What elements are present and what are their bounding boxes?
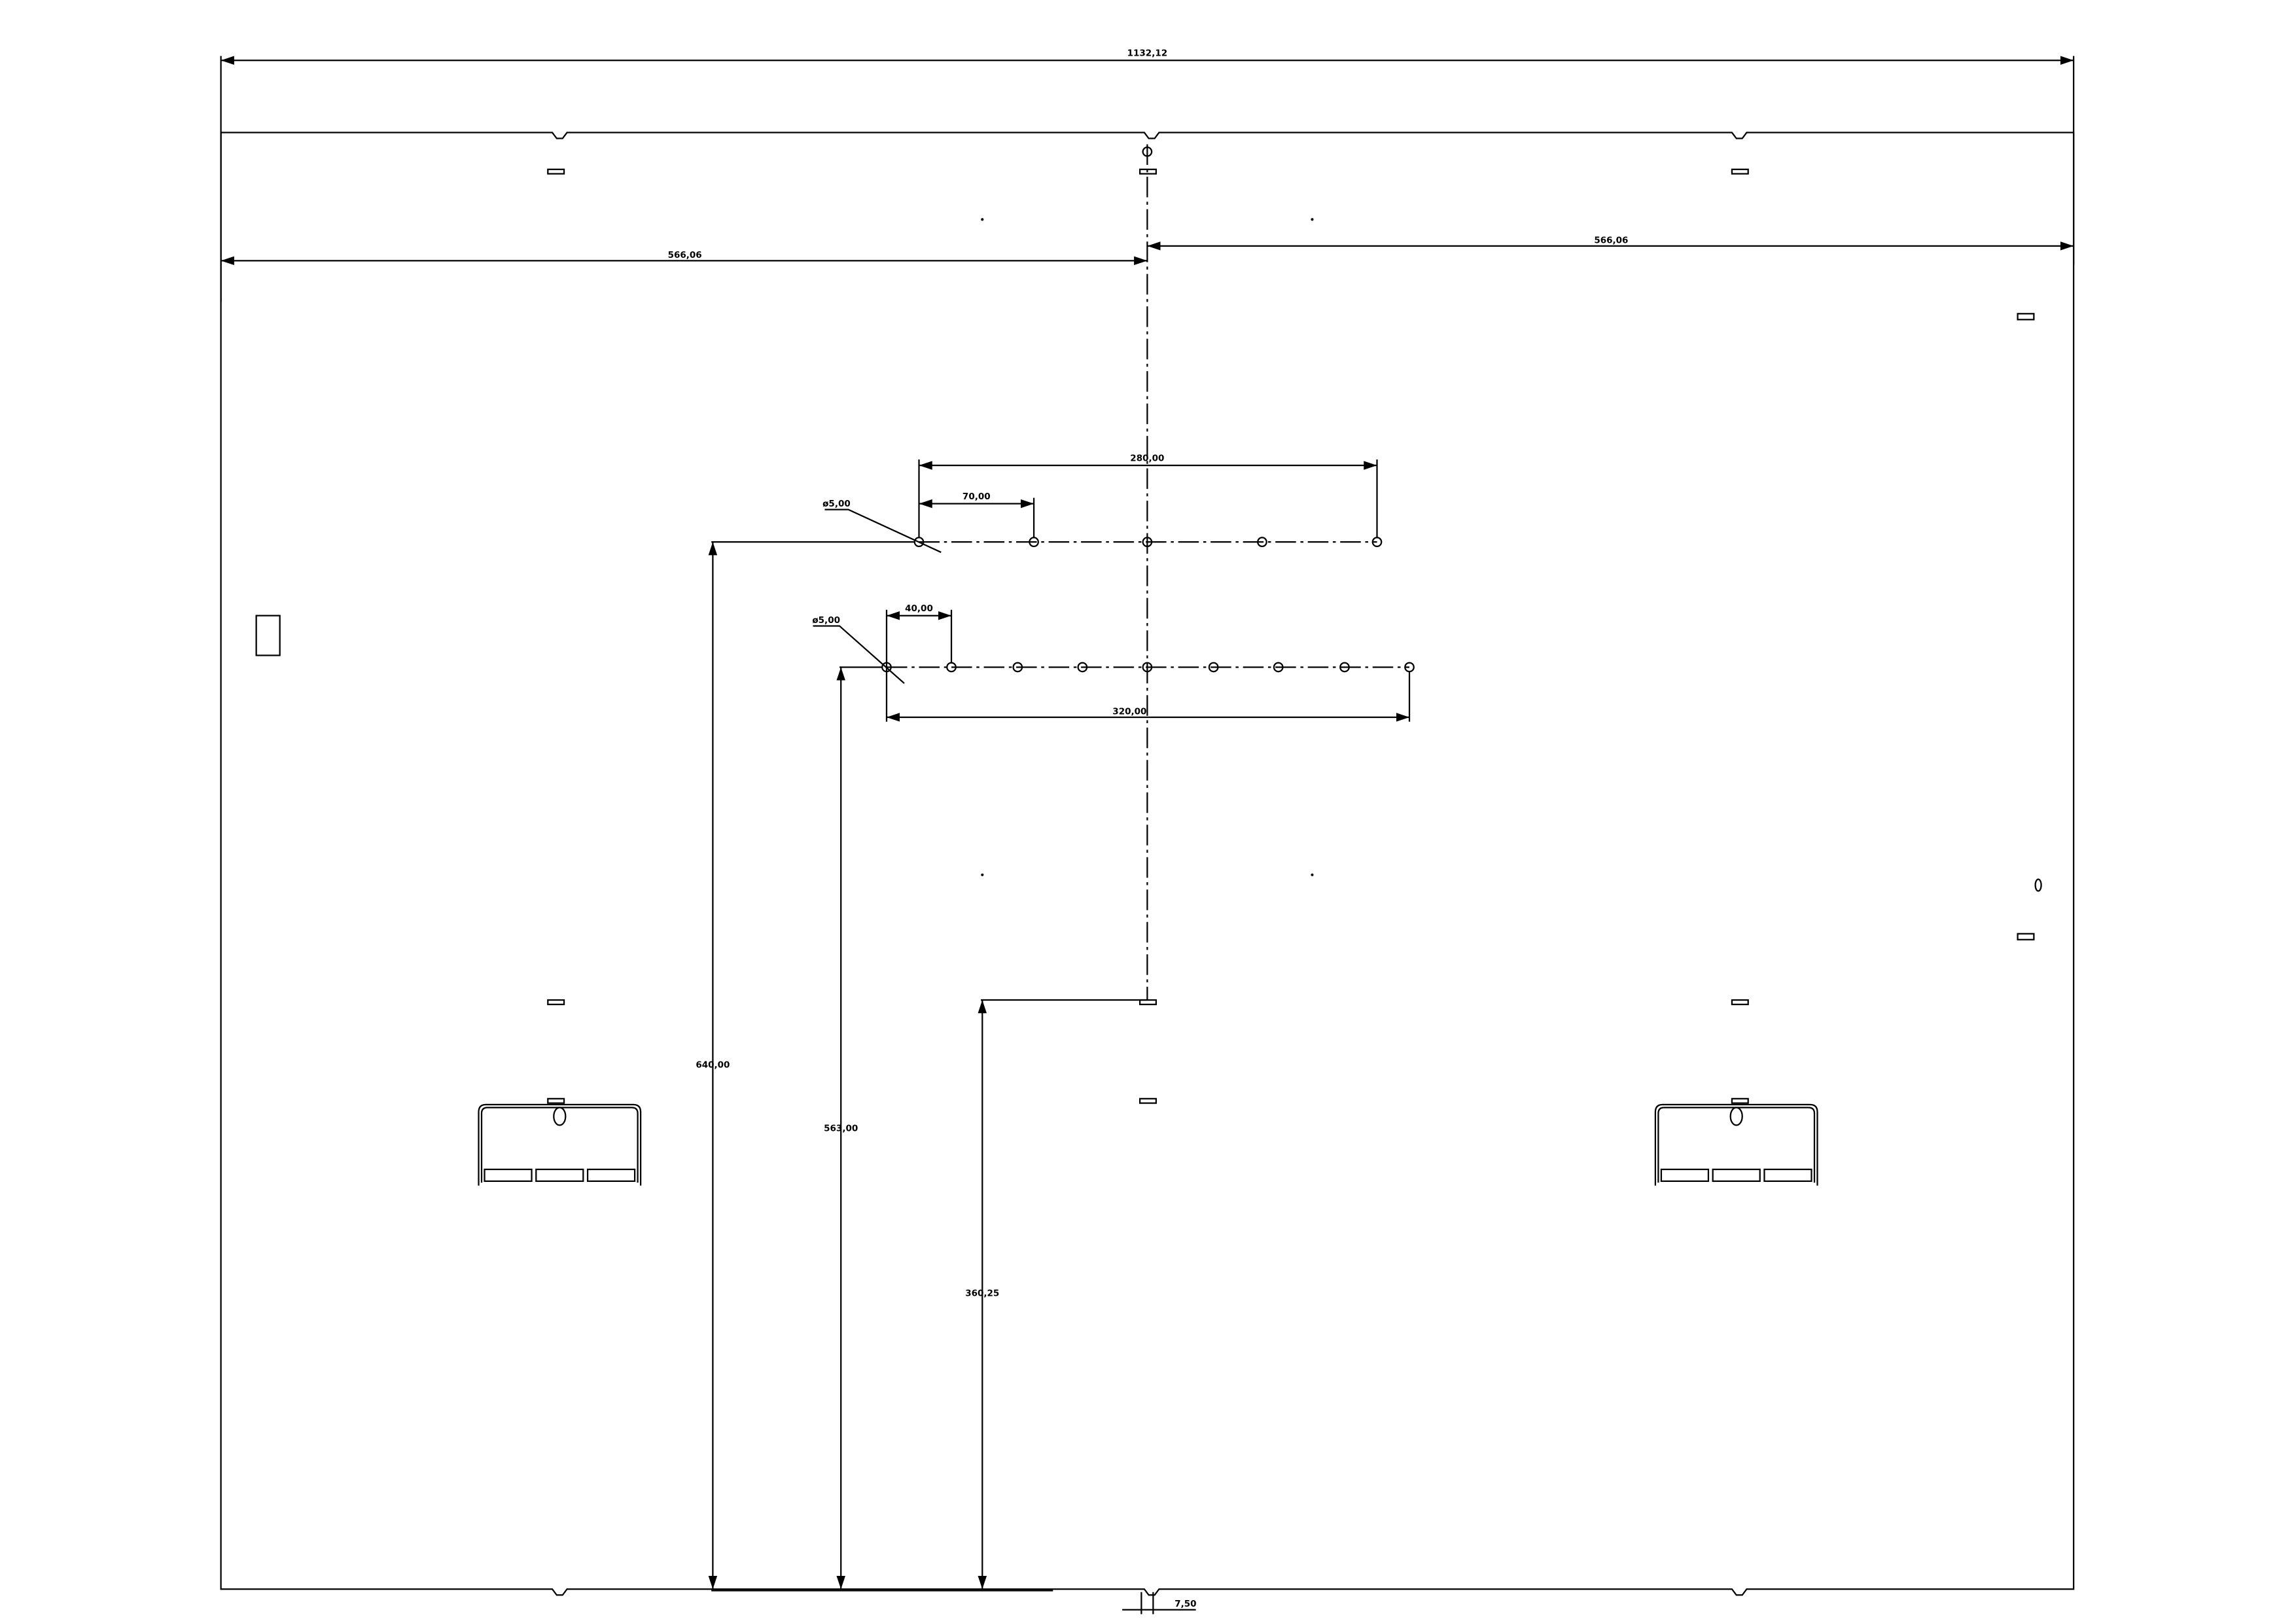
right-bracket bbox=[1654, 1103, 1818, 1186]
panel-outline bbox=[220, 132, 2075, 1596]
slot bbox=[2017, 933, 2035, 940]
left-half-label: 566,06 bbox=[668, 250, 702, 260]
lower-hole bbox=[1142, 662, 1153, 673]
slot bbox=[1139, 999, 1157, 1005]
slot bbox=[1731, 999, 1749, 1005]
oval-hole bbox=[2034, 878, 2042, 892]
slot-height-label: 360,25 bbox=[965, 1288, 999, 1298]
slot bbox=[547, 1097, 565, 1104]
upper-hole bbox=[1257, 537, 1267, 548]
upper-diameter-label: ø5,00 bbox=[822, 499, 851, 509]
upper-diameter-leader bbox=[824, 508, 942, 553]
slot bbox=[547, 999, 565, 1005]
reference-dot bbox=[1311, 218, 1314, 221]
overall-width-label: 1132,12 bbox=[1127, 48, 1168, 59]
lower-hole bbox=[1339, 662, 1350, 673]
upper-height-label: 640,00 bbox=[696, 1060, 730, 1071]
lower-diameter-label: ø5,00 bbox=[812, 615, 840, 626]
slot bbox=[547, 168, 565, 175]
slot bbox=[1731, 168, 1749, 175]
lower-hole bbox=[1273, 662, 1284, 673]
upper-hole bbox=[1142, 537, 1153, 548]
reference-dot bbox=[981, 873, 984, 876]
lower-pitch-label: 40,00 bbox=[905, 603, 933, 614]
slot bbox=[1139, 1097, 1157, 1104]
notch-width-label: 7,50 bbox=[1174, 1599, 1196, 1609]
lower-hole bbox=[1012, 662, 1023, 673]
left-bracket bbox=[478, 1103, 642, 1186]
side-cutout bbox=[255, 615, 281, 656]
slot bbox=[1139, 168, 1157, 175]
lower-hole bbox=[1208, 662, 1219, 673]
lower-diameter-leader bbox=[813, 625, 905, 685]
reference-dot bbox=[1311, 873, 1314, 876]
lower-span-label: 320,00 bbox=[1112, 706, 1146, 717]
top-center-hole bbox=[1142, 146, 1153, 157]
right-half-label: 566,06 bbox=[1594, 235, 1628, 245]
lower-height-label: 563,00 bbox=[824, 1123, 858, 1133]
reference-dot bbox=[981, 218, 984, 221]
slot bbox=[1731, 1097, 1749, 1104]
lower-hole bbox=[1077, 662, 1088, 673]
upper-span-label: 280,00 bbox=[1130, 453, 1164, 463]
upper-pitch-label: 70,00 bbox=[963, 491, 991, 502]
slot bbox=[2017, 313, 2035, 321]
